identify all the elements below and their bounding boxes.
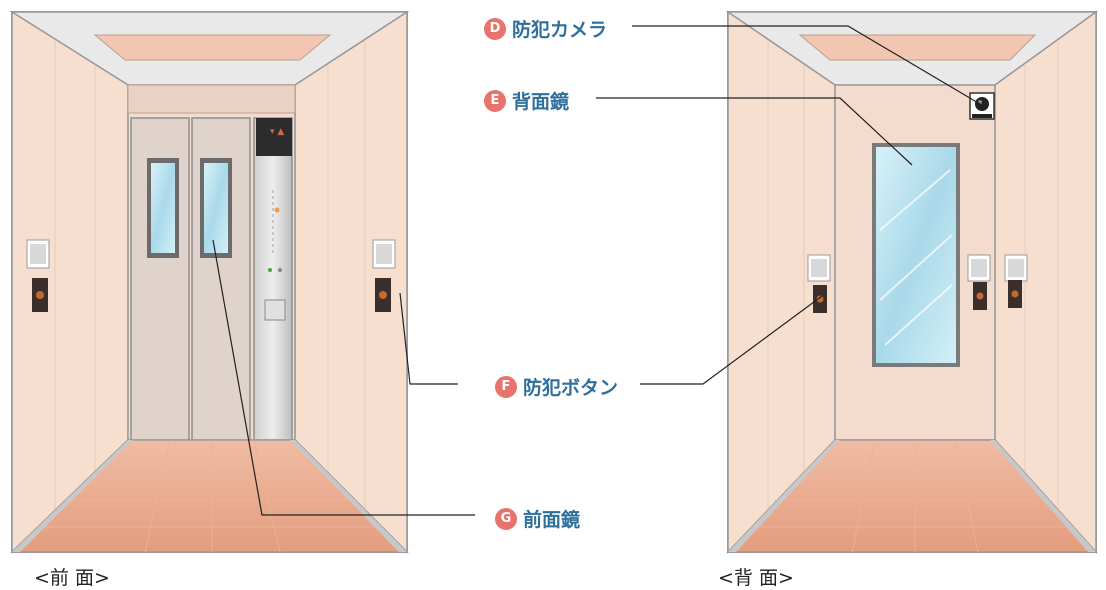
label-front-mirror: G 前面鏡 [495,505,580,532]
back-mirror-leader-line [596,97,913,166]
badge-f: F [495,375,517,398]
label-back-mirror-text: 背面鏡 [512,91,570,113]
badge-g: G [495,507,517,530]
label-security-button: F 防犯ボタン [495,373,618,400]
svg-text:▾ ▲: ▾ ▲ [270,127,284,137]
badge-d: D [484,17,506,40]
front-door-window-left [151,163,175,253]
camera-leader-line [632,25,981,105]
label-camera-text: 防犯カメラ [512,19,608,41]
label-front-mirror-text: 前面鏡 [523,509,581,531]
caption-back: <背 面> [718,567,794,589]
back-mirror [876,147,956,363]
back-elevator [725,10,1099,554]
front-control-panel [253,117,293,441]
button-leader-line-right [640,295,823,385]
caption-front: <前 面> [34,567,110,589]
back-ceiling-light [798,34,1037,61]
front-floor-indicator [256,118,292,156]
leader-lines [212,25,981,516]
front-mirror-leader-line [212,239,475,516]
badge-e: E [484,89,506,112]
label-back-mirror: E 背面鏡 [484,87,569,114]
front-ceiling-light [93,34,332,61]
button-leader-line-left [399,292,458,385]
front-elevator: ▾ ▲ [9,10,410,554]
label-security-button-text: 防犯ボタン [523,377,619,399]
label-camera: D 防犯カメラ [484,15,607,42]
front-mirror-area [204,163,228,253]
